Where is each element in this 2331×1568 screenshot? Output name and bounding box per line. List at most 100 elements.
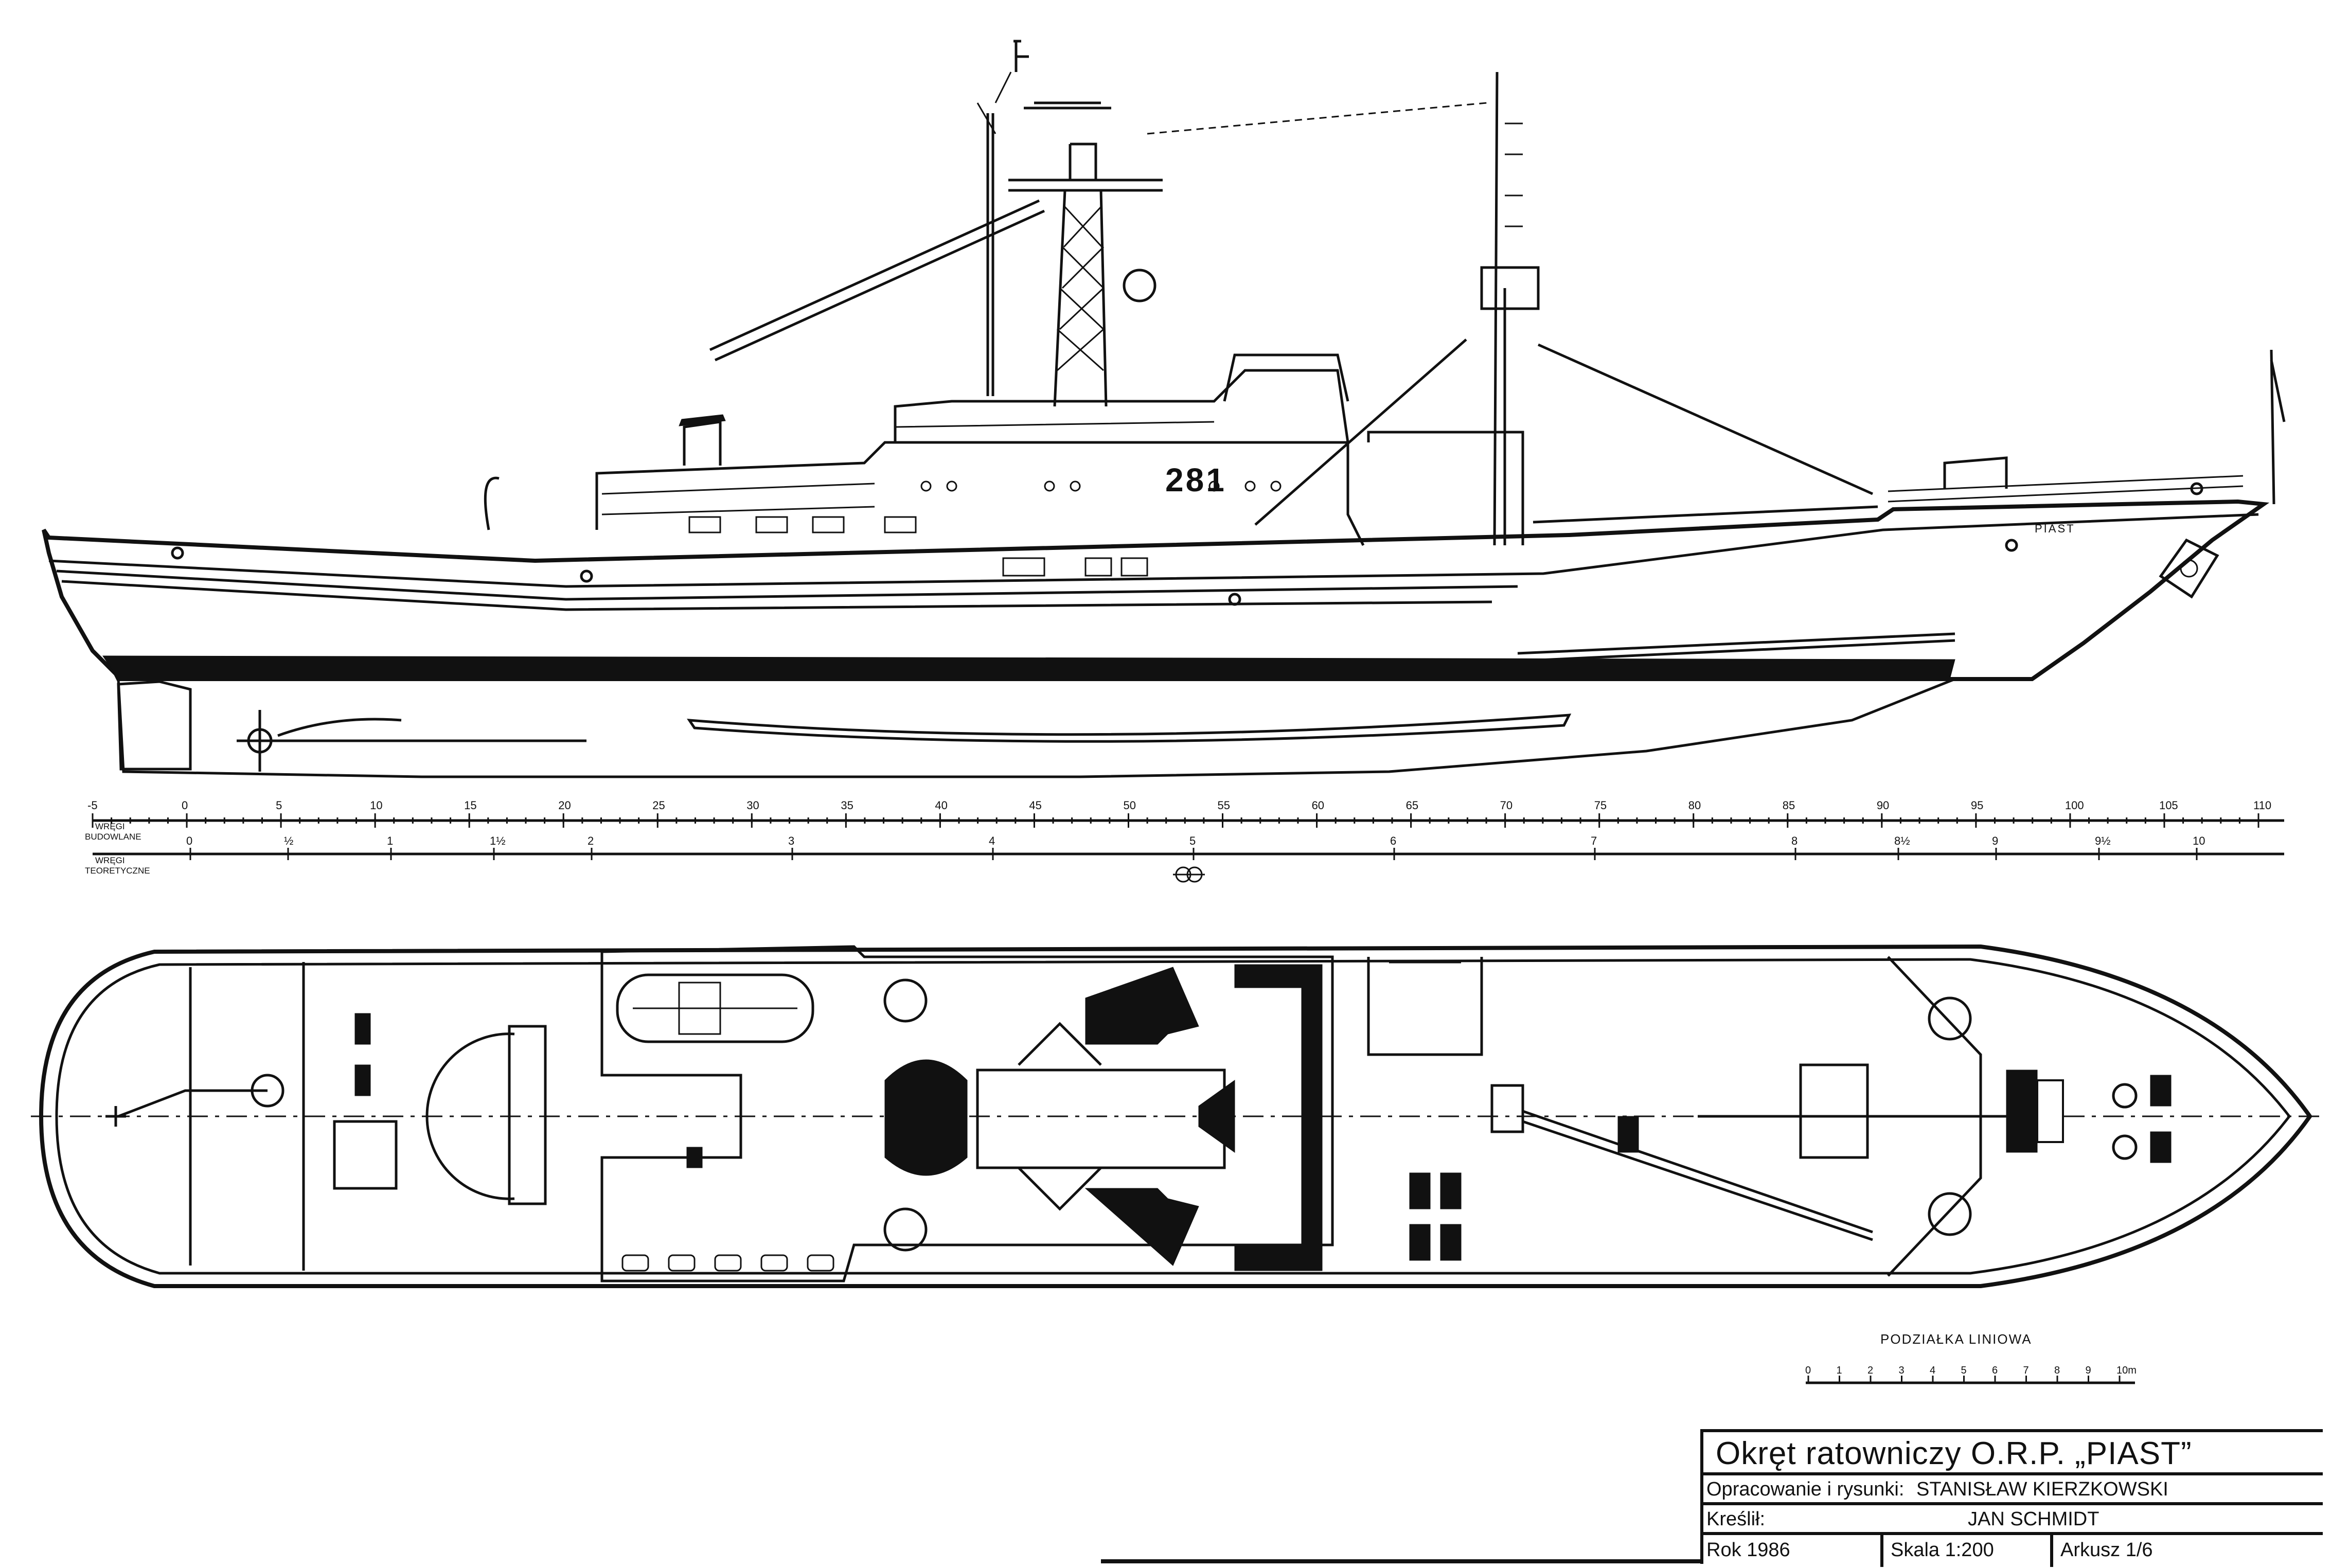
hull-outline [42, 499, 2270, 681]
anchor-windlass-icon [1698, 1070, 2138, 1160]
bridge [1223, 353, 1349, 402]
theoretical-frame-label: 10 [2193, 834, 2205, 847]
forward-hatch [1799, 1063, 1869, 1159]
derrick-boom [709, 199, 1045, 362]
jackstaff [2270, 349, 2286, 505]
building-frame-label: 60 [1312, 799, 1324, 812]
theoretical-frame-label: 7 [1591, 834, 1597, 847]
building-frame-label: 85 [1783, 799, 1795, 812]
building-frame-label: 25 [652, 799, 665, 812]
frame-row2-label-1: WRĘGI [95, 856, 125, 865]
propeller-icon [237, 710, 586, 772]
ventilator-3 [1928, 996, 1972, 1041]
linear-scale-label: 10m [2116, 1365, 2137, 1376]
linear-scale-label: 1 [1837, 1365, 1842, 1376]
bow-name: PIAST [2035, 522, 2075, 535]
frame-row2-label-2: TEORETYCZNE [85, 866, 150, 876]
building-frame-label: 45 [1029, 799, 1041, 812]
drawing-year: Rok 1986 [1706, 1539, 1790, 1561]
rear-deckhouse [1367, 431, 1524, 545]
title-row: Okręt ratowniczy O.R.P. „PIAST” [1700, 1429, 2323, 1472]
deck-plan-outline [39, 944, 2312, 1288]
superstructure-plan [600, 945, 1334, 1282]
frame-row1-label-1: WRĘGI [95, 822, 125, 831]
building-frame-label: 50 [1123, 799, 1135, 812]
aft-deck-crane [1367, 957, 1483, 1056]
author-label: Opracowanie i rysunki: [1706, 1478, 1905, 1500]
linear-scale-label: 6 [1992, 1365, 1998, 1376]
theoretical-frame-label: 5 [1189, 834, 1196, 847]
linear-scale-label: 2 [1867, 1365, 1873, 1376]
deck-plan-inner [55, 958, 2291, 1275]
drafter-label: Kreślił: [1706, 1508, 1766, 1530]
drawing-sheet: Arkusz 1/6 [2060, 1539, 2153, 1561]
building-frame-label: 35 [841, 799, 853, 812]
railing-forecastle [1888, 475, 2244, 503]
forward-strake-2 [1517, 632, 1955, 655]
ship-emblem-icon [2159, 538, 2219, 599]
keel-line [117, 678, 1955, 778]
lifeboat-seat [678, 982, 721, 1035]
author-name: STANISŁAW KIERZKOWSKI [1916, 1478, 2168, 1500]
deck-plan [31, 944, 2325, 1288]
theoretical-frame-label: 2 [588, 834, 594, 847]
theoretical-frame-label: 1½ [490, 834, 506, 847]
portholes [171, 480, 2203, 606]
aft-winch-housing [508, 1025, 547, 1205]
towing-arch [425, 1032, 515, 1200]
side-elevation: 281 PIAST [42, 40, 2286, 778]
linear-scale-label: 7 [2023, 1365, 2029, 1376]
hull-number: 281 [1165, 461, 1226, 498]
linear-scale-label: 8 [2054, 1365, 2060, 1376]
drafter-row: Kreślił: JAN SCHMIDT [1700, 1502, 2323, 1532]
linear-scale-label: 3 [1899, 1365, 1905, 1376]
bridge-deck-arrow [1018, 1022, 1102, 1211]
deck-fittings [354, 1013, 2172, 1261]
deck-windows [688, 516, 1148, 577]
theoretical-frame-label: 9½ [2095, 834, 2111, 847]
aft-bulwark [189, 962, 305, 1271]
funnel [683, 420, 722, 466]
rubbing-strake-lower [61, 580, 1492, 611]
building-frame-label: 80 [1688, 799, 1701, 812]
bridge-wing-port [1085, 967, 1199, 1045]
mast-base-plan [976, 1068, 1226, 1169]
linear-scale-label: 4 [1930, 1365, 1935, 1376]
building-frame-label: 70 [1500, 799, 1513, 812]
linear-scale-label: 0 [1805, 1365, 1811, 1376]
stern-hatch [333, 1120, 398, 1190]
rudder [117, 680, 192, 771]
frame-row1-label-2: BUDOWLANE [85, 832, 141, 842]
meta-row: Rok 1986 Skala 1:200 Arkusz 1/6 [1700, 1532, 2323, 1567]
building-frame-label: 65 [1406, 799, 1418, 812]
waterline-band [102, 655, 1955, 680]
theoretical-frame-label: 1 [387, 834, 393, 847]
main-mast [976, 40, 1163, 407]
railing-main [601, 421, 1215, 515]
forward-strake [1517, 639, 1955, 663]
building-frame-label: 90 [1877, 799, 1889, 812]
building-frame-label: 55 [1218, 799, 1230, 812]
forward-platform [1198, 1080, 1235, 1153]
building-frame-label: 110 [2253, 799, 2271, 812]
theoretical-frame-label: 0 [186, 834, 192, 847]
ventilator-4 [1928, 1192, 1972, 1236]
ventilator-1 [883, 978, 928, 1023]
building-frame-label: 105 [2159, 799, 2178, 812]
theoretical-frame-label: 4 [989, 834, 995, 847]
building-frame-label: 30 [746, 799, 759, 812]
aft-mast [1147, 72, 1874, 546]
author-row: Opracowanie i rysunki: STANISŁAW KIERZKO… [1700, 1472, 2323, 1502]
building-frame-label: 100 [2065, 799, 2084, 812]
building-frame-label: 95 [1971, 799, 1983, 812]
theoretical-frame-label: 8 [1791, 834, 1798, 847]
funnel-cap [679, 414, 726, 426]
aft-crane [484, 476, 500, 530]
theoretical-frame-label: 9 [1992, 834, 1998, 847]
wheelhouse [1234, 964, 1323, 1271]
